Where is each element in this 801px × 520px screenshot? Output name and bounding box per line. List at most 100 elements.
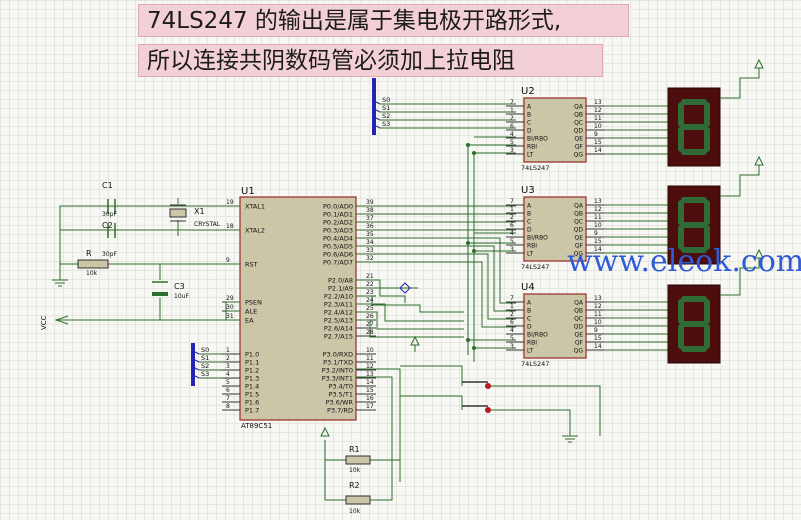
mcu-u1[interactable]: U1 AT89C51 [239, 186, 357, 430]
mcu-pin-number: 23 [366, 289, 374, 296]
resistor-r1: R1 10k [345, 445, 371, 474]
mcu-pin-name: P3.0/RXD [323, 351, 353, 359]
mcu-pin-name: P2.7/A15 [324, 333, 353, 341]
r2-value: 10k [349, 508, 361, 515]
mcu-pin-name: P0.5/AD5 [323, 243, 353, 251]
decoder-pin-name: QC [574, 120, 583, 127]
decoder-pin-number: 3 [510, 343, 514, 350]
decoder-pin-name: LT [527, 152, 534, 159]
mcu-pin-number: 18 [226, 223, 234, 230]
decoder-part: 74LS247 [521, 263, 549, 271]
p0-wires [356, 205, 516, 328]
r1-value: 10k [349, 467, 361, 474]
decoder-pin-name: BI/RBO [527, 235, 548, 242]
bus-label-left: S0 [201, 346, 209, 354]
decoder-pin-number: 1 [510, 107, 514, 114]
decoder-pin-name: B [527, 308, 531, 315]
decoder-pin-name: QB [574, 112, 583, 119]
decoder-ref: U3 [521, 185, 535, 196]
button-2[interactable] [462, 405, 491, 413]
decoder-pin-number: 12 [594, 206, 602, 213]
decoder-pin-name: QB [574, 308, 583, 315]
c2-value: 30pF [102, 251, 117, 258]
decoder-pin-name: QF [575, 243, 584, 250]
mcu-pin-name: P1.4 [245, 383, 259, 391]
mcu-pin-name: P0.2/AD2 [323, 219, 353, 227]
decoder-pin-name: C [527, 316, 531, 323]
decoder-pin-number: 4 [510, 327, 514, 334]
c3-value: 10uF [174, 293, 189, 300]
watermark: www.eleok.com [567, 244, 801, 279]
decoder-pin-name: QD [574, 324, 584, 331]
mcu-pin-number: 26 [366, 313, 374, 320]
mcu-pin-number: 4 [226, 371, 230, 378]
decoder-pin-name: QF [575, 340, 584, 347]
decoder-pin-number: 10 [594, 123, 602, 130]
wire-p24 [356, 311, 464, 330]
mcu-pin-name: P3.3/INT1 [322, 375, 353, 383]
decoder-pin-number: 11 [594, 115, 602, 122]
mcu-pin-name: P0.0/AD0 [323, 203, 353, 211]
wire-p05 [356, 245, 516, 312]
decoder-pin-name: QA [574, 104, 584, 111]
mcu-pin-number: 39 [366, 199, 374, 206]
decoder-pin-number: 15 [594, 139, 602, 146]
decoder-pin-number: 5 [510, 238, 514, 245]
mcu-pin-name: PSEN [245, 299, 262, 307]
mcu-pin-number: 21 [366, 273, 374, 280]
bus-label-top: S3 [382, 120, 390, 128]
c1-ref: C1 [102, 181, 113, 190]
mcu-pin-name: P3.2/INT0 [322, 367, 353, 375]
decoder-pin-number: 7 [510, 99, 514, 106]
mcu-pin-name: P1.6 [245, 399, 259, 407]
mcu-pin-number: 22 [366, 281, 374, 288]
decoder-pin-number: 6 [510, 123, 514, 130]
oscillator-circuit [56, 198, 240, 321]
decoder-pin-number: 9 [594, 131, 598, 138]
mcu-pin-number: 17 [366, 403, 374, 410]
decoder-pin-number: 2 [510, 311, 514, 318]
r-value: 10k [86, 270, 98, 277]
mcu-pin-name: RST [245, 261, 258, 269]
decoder-pin-number: 9 [594, 230, 598, 237]
decoder-pin-name: QG [574, 348, 584, 355]
mcu-pin-name: P0.3/AD3 [323, 227, 353, 235]
mcu-pin-number: 19 [226, 199, 234, 206]
decoder-pin-number: 5 [510, 335, 514, 342]
mcu-pin-number: 7 [226, 395, 230, 402]
mcu-pin-name: P1.7 [245, 407, 259, 415]
p2-junction [399, 282, 411, 294]
decoder-pin-number: 6 [510, 319, 514, 326]
mcu-pin-number: 15 [366, 387, 374, 394]
decoder-pin-number: 11 [594, 311, 602, 318]
mcu-pin-name: P3.7/RD [327, 407, 353, 415]
decoder-pin-number: 11 [594, 214, 602, 221]
decoder-pin-name: QD [574, 227, 584, 234]
bus-label-left: S2 [201, 362, 209, 370]
c3-ref: C3 [174, 282, 185, 291]
bus-label-left: S1 [201, 354, 209, 362]
mcu-pin-number: 1 [226, 347, 230, 354]
decoder-pin-number: 1 [510, 206, 514, 213]
bus-label-top: S0 [382, 96, 390, 104]
decoder-pin-name: LT [527, 251, 534, 258]
caption-line-1: 74LS247 的输出是属于集电极开路形式, [138, 4, 629, 37]
button-1[interactable] [462, 381, 491, 389]
seven-seg-display-1: 8 [667, 68, 760, 167]
mcu-pin-number: 13 [366, 371, 374, 378]
decoder-pin-name: B [527, 211, 531, 218]
p3-wires [324, 365, 601, 501]
decoder-body [523, 293, 587, 359]
decoder-pin-number: 15 [594, 335, 602, 342]
mcu-pin-name: EA [245, 317, 254, 325]
caption-line-2: 所以连接共阴数码管必须加上拉电阻 [138, 44, 603, 77]
decoder-ref: U4 [521, 282, 535, 293]
decoder-pin-name: QA [574, 203, 584, 210]
decoder-pin-number: 7 [510, 198, 514, 205]
mcu-pin-number: 8 [226, 403, 230, 410]
decoder-pin-name: A [527, 203, 532, 210]
